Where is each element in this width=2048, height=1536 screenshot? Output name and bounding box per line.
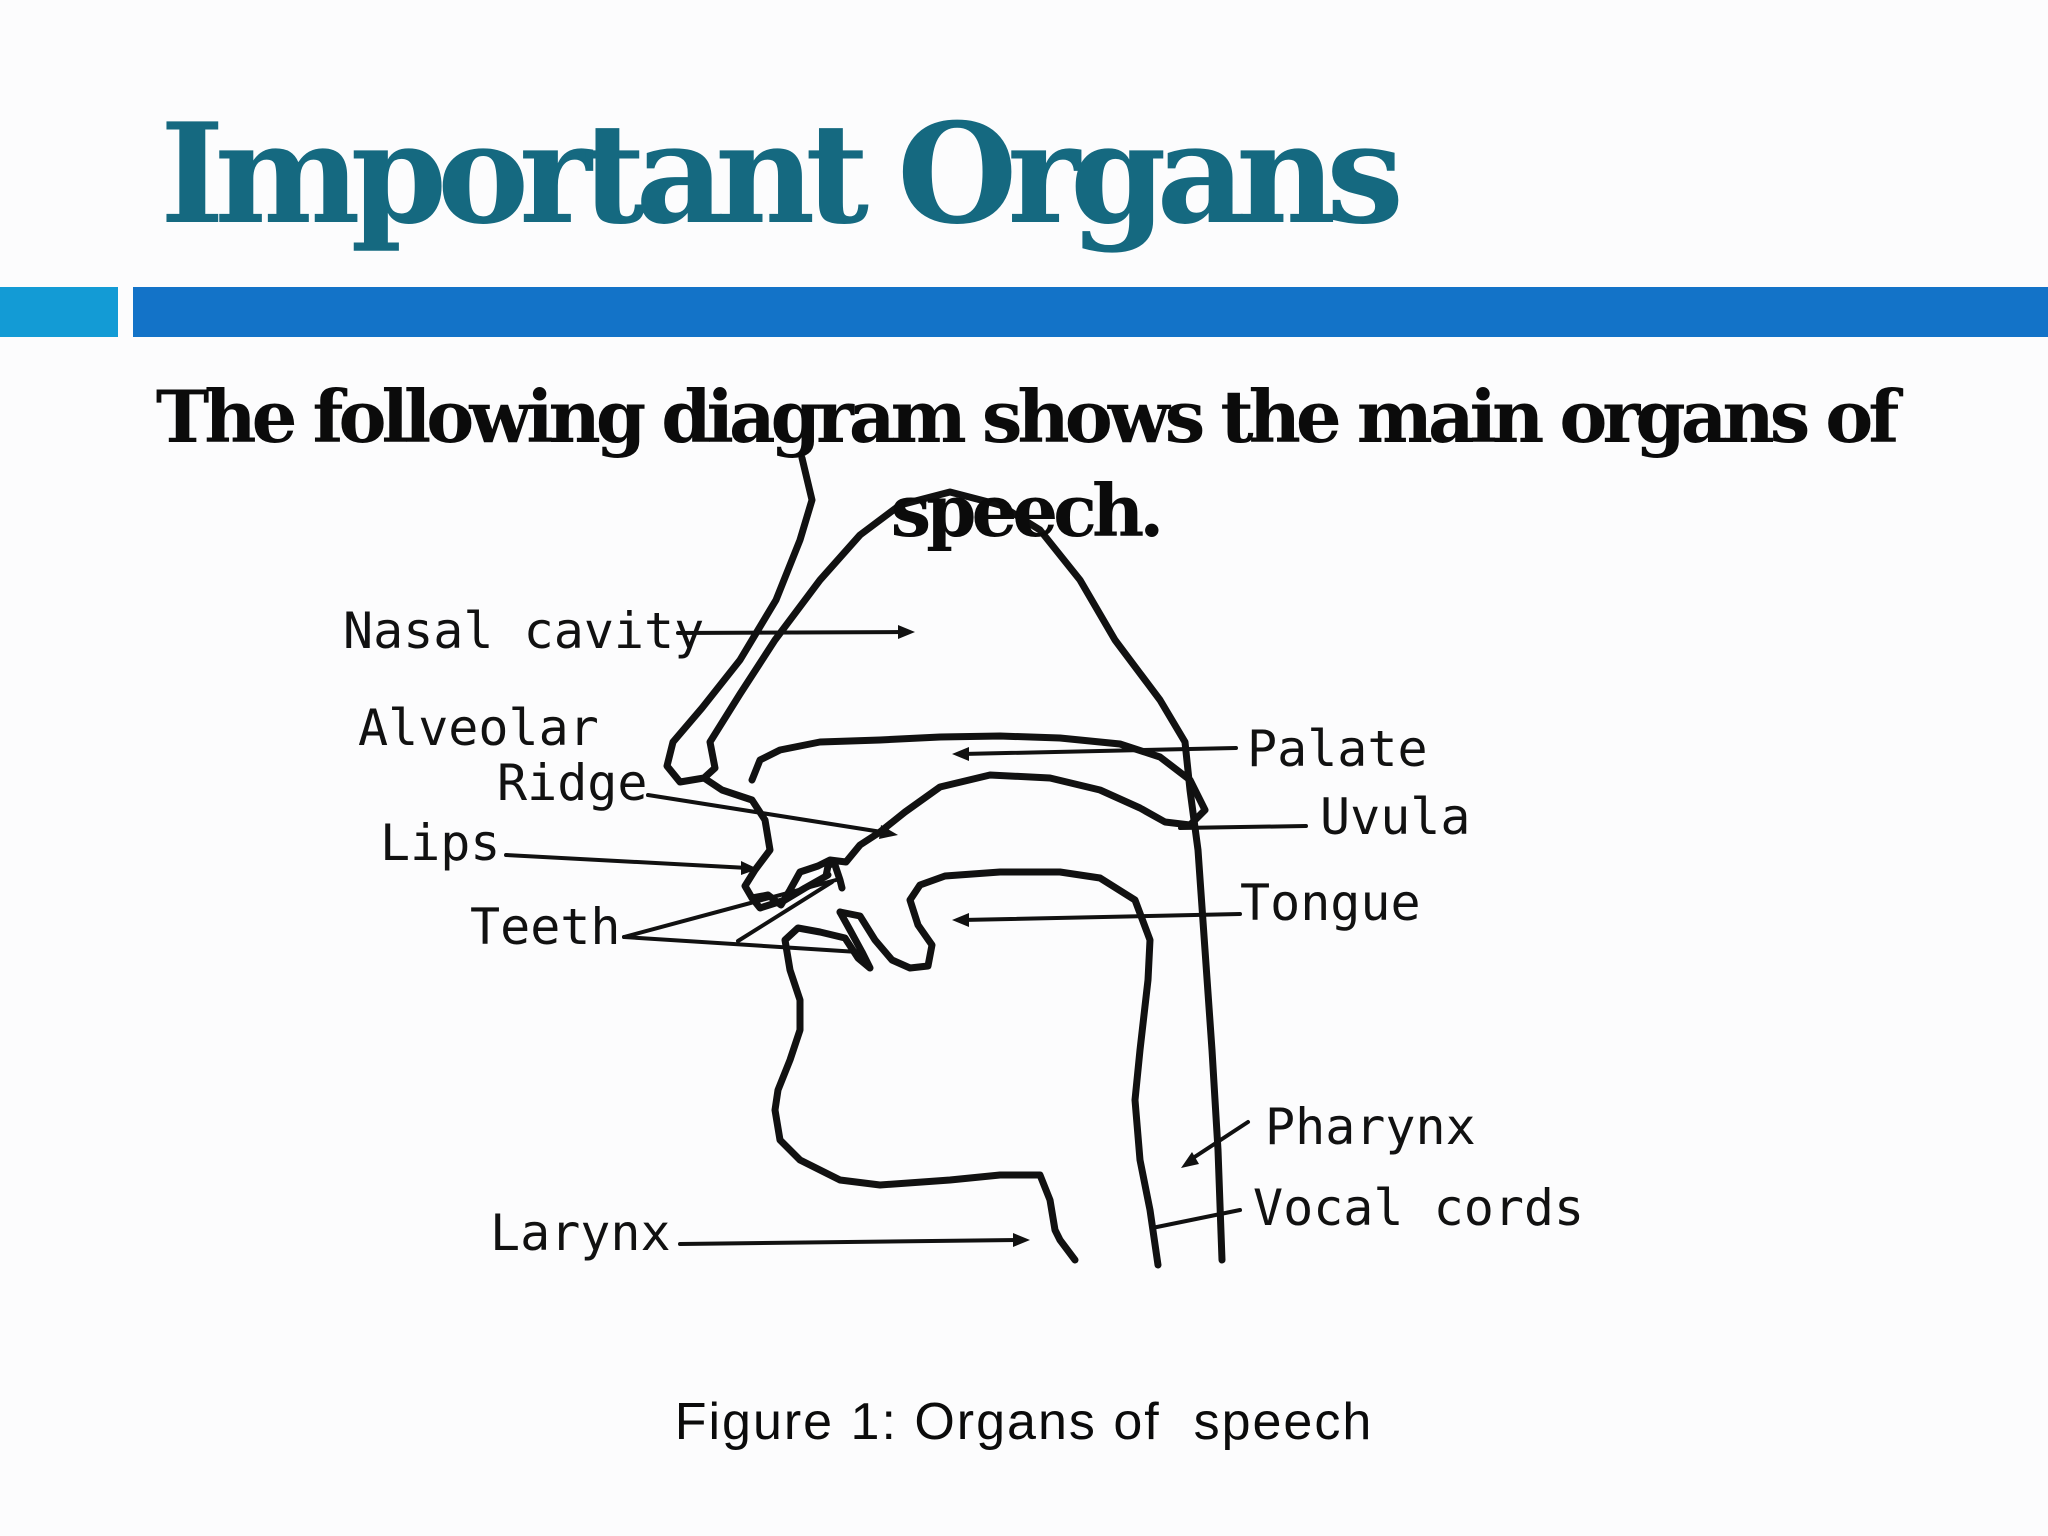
label-lips: Lips <box>380 814 500 872</box>
label-palate: Palate <box>1247 720 1428 778</box>
label-tongue: Tongue <box>1240 874 1421 932</box>
lower-lip <box>748 871 832 912</box>
arrowhead-lips <box>741 861 758 875</box>
arrowhead-alveolar-ridge <box>879 825 898 839</box>
leader-alveolar-ridge <box>646 793 890 835</box>
arrowhead-pharynx <box>1181 1152 1199 1168</box>
label-vocal-cords: Vocal cords <box>1253 1179 1584 1237</box>
arrowhead-larynx <box>1013 1233 1030 1247</box>
label-uvula: Uvula <box>1320 788 1471 846</box>
nose-outline <box>663 454 1226 1264</box>
label-pharynx: Pharynx <box>1265 1098 1476 1156</box>
lower-jaw-and-chin <box>771 908 1079 1264</box>
label-nasal-cavity: Nasal cavity <box>343 602 704 660</box>
tongue-outline <box>836 868 1162 1269</box>
leader-nasal-cavity <box>676 630 907 635</box>
label-teeth: Teeth <box>470 898 621 956</box>
upper-lip-and-palate <box>700 732 1209 909</box>
label-alveolar: Alveolar <box>358 699 599 757</box>
arrowhead-palate <box>952 747 969 761</box>
label-ridge: Ridge <box>497 754 648 812</box>
leader-uvula <box>1178 824 1308 830</box>
arrowhead-nasal-cavity <box>898 625 915 639</box>
leader-pharynx <box>1188 1120 1250 1162</box>
slide-title: Important Organs <box>160 92 1404 255</box>
label-larynx: Larynx <box>490 1204 671 1262</box>
arrowhead-tongue <box>952 913 969 927</box>
leader-teeth-split <box>736 880 834 943</box>
leader-larynx <box>678 1238 1020 1246</box>
upper-teeth <box>822 858 846 892</box>
leader-vocal-cords <box>1150 1208 1242 1230</box>
accent-bar-small <box>0 287 118 337</box>
leader-tongue <box>960 912 1242 922</box>
leader-teeth-lower <box>622 935 860 954</box>
leader-teeth-upper <box>622 878 838 939</box>
slide-subtitle: The following diagram shows the main org… <box>155 374 1900 553</box>
figure-caption: Figure 1: Organs of speech <box>674 1393 1374 1451</box>
leader-lips <box>504 853 750 870</box>
leader-palate <box>960 746 1238 756</box>
accent-bar-large <box>133 287 2048 337</box>
